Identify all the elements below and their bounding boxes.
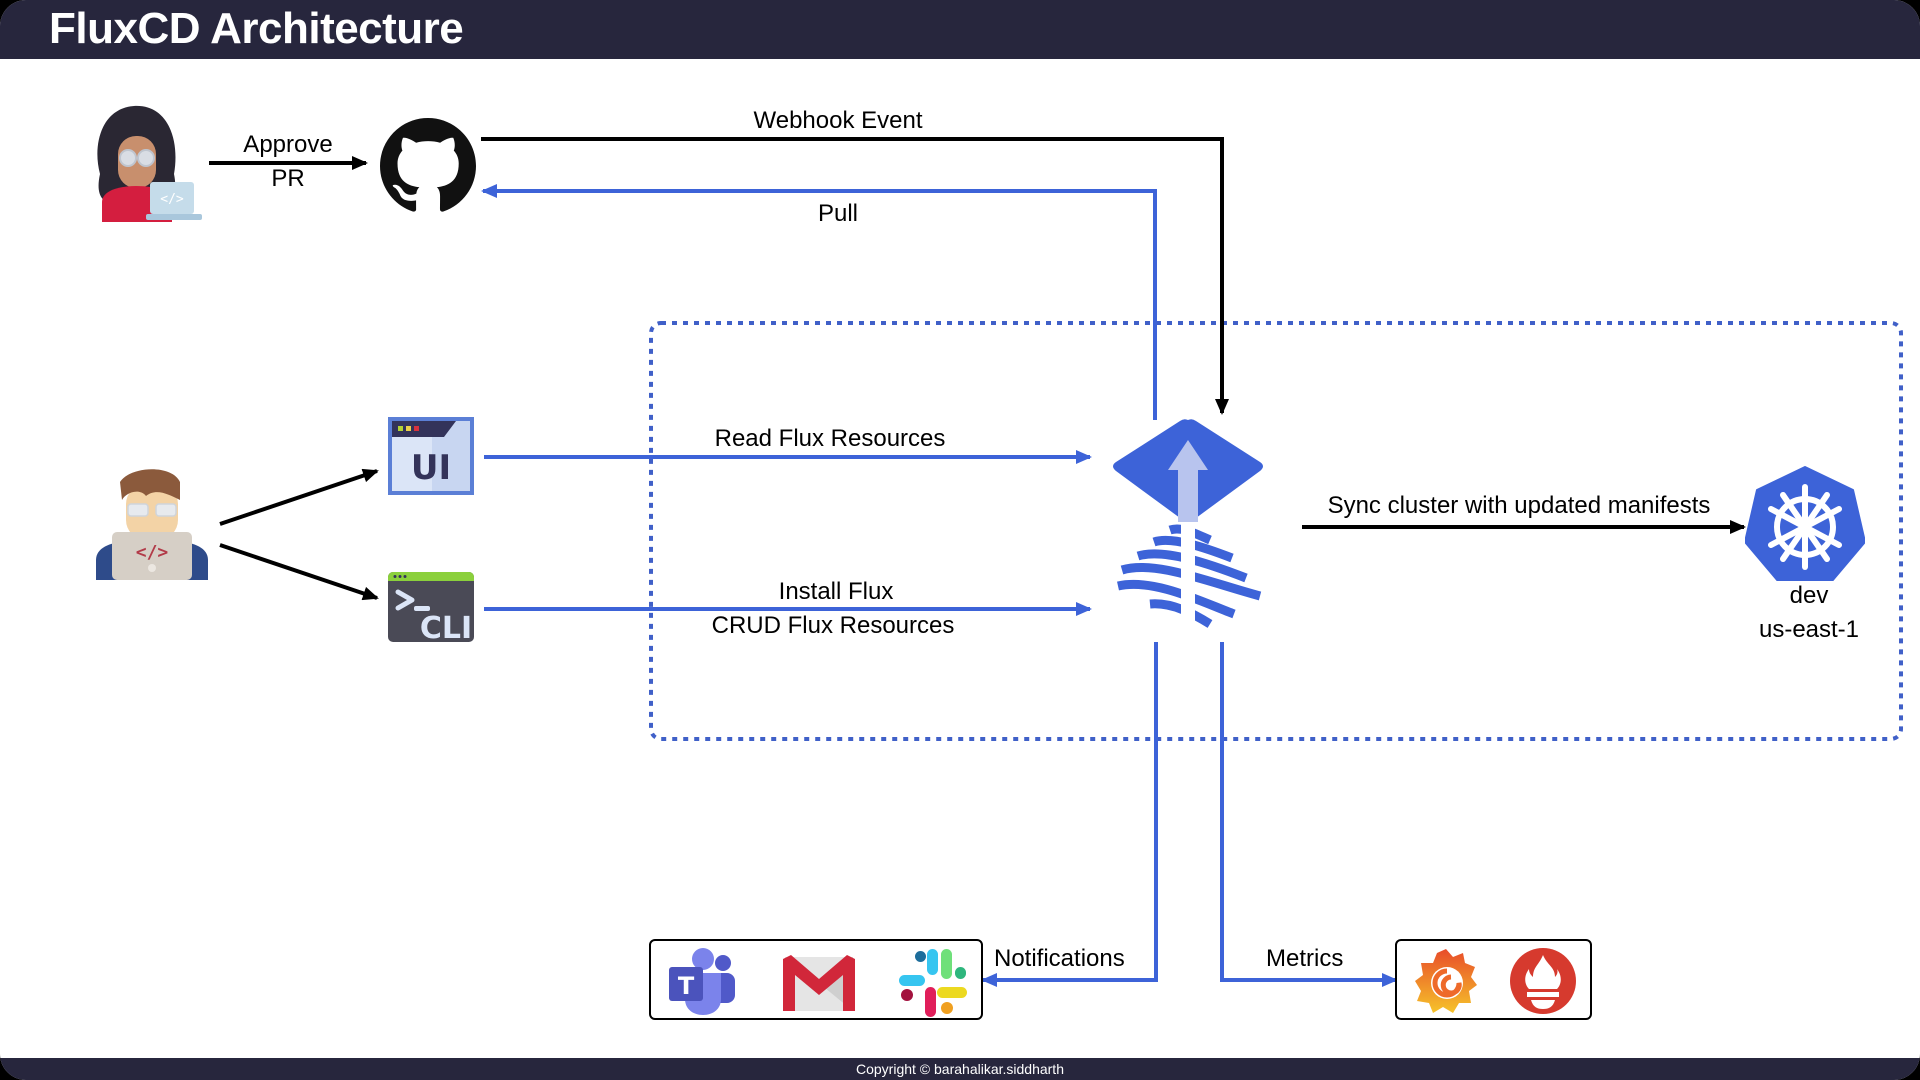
cluster-boundary (649, 321, 1903, 741)
svg-text:</>: </> (136, 542, 169, 563)
header-bar: FluxCD Architecture (0, 0, 1920, 59)
developer-man-laptop-icon: </> (96, 469, 208, 580)
slack-icon[interactable] (897, 947, 969, 1019)
webhook-event-label: Webhook Event (753, 107, 923, 134)
developer-to-ui-arrow (219, 468, 379, 526)
github-icon[interactable] (380, 118, 476, 214)
notifications-label: Notifications (994, 945, 1125, 972)
webhook-event-arrow (481, 137, 1229, 415)
developer-to-cli-arrow (219, 543, 379, 601)
grafana-icon[interactable] (1413, 947, 1479, 1015)
copyright-text: Copyright © barahalikar.siddharth (856, 1061, 1064, 1077)
ui-window-icon[interactable]: UI (388, 417, 474, 495)
metrics-box (1395, 939, 1592, 1020)
kubernetes-icon[interactable] (1745, 465, 1865, 581)
prometheus-icon[interactable] (1509, 947, 1577, 1015)
cluster-name-label: dev (1789, 582, 1829, 609)
svg-text:T: T (678, 972, 695, 1000)
install-flux-label: Install Flux (778, 578, 894, 605)
svg-text:</>: </> (160, 192, 184, 207)
pull-arrow (481, 184, 1157, 420)
developer-woman-laptop-icon: </> (97, 105, 202, 222)
pull-label: Pull (817, 200, 859, 227)
gmail-icon[interactable] (779, 953, 859, 1013)
metrics-label: Metrics (1266, 945, 1344, 972)
crud-flux-resources-label: CRUD Flux Resources (711, 612, 955, 639)
svg-text:CLI: CLI (420, 611, 472, 642)
microsoft-teams-icon[interactable]: T (665, 947, 739, 1015)
notifications-box: T (649, 939, 983, 1020)
approve-pr-label-line1: Approve (243, 131, 333, 158)
approve-pr-label-line2: PR (271, 165, 305, 192)
read-flux-resources-label: Read Flux Resources (714, 425, 946, 452)
sync-cluster-label: Sync cluster with updated manifests (1327, 492, 1711, 519)
metrics-arrow (1220, 642, 1398, 987)
footer-bar: Copyright © barahalikar.siddharth (0, 1058, 1920, 1080)
notifications-arrow (981, 642, 1158, 987)
flux-logo-icon[interactable] (1110, 418, 1266, 638)
page-title: FluxCD Architecture (49, 4, 464, 53)
cli-terminal-icon[interactable]: CLI (388, 572, 474, 642)
cluster-region-label: us-east-1 (1758, 616, 1860, 643)
svg-text:UI: UI (411, 448, 451, 488)
